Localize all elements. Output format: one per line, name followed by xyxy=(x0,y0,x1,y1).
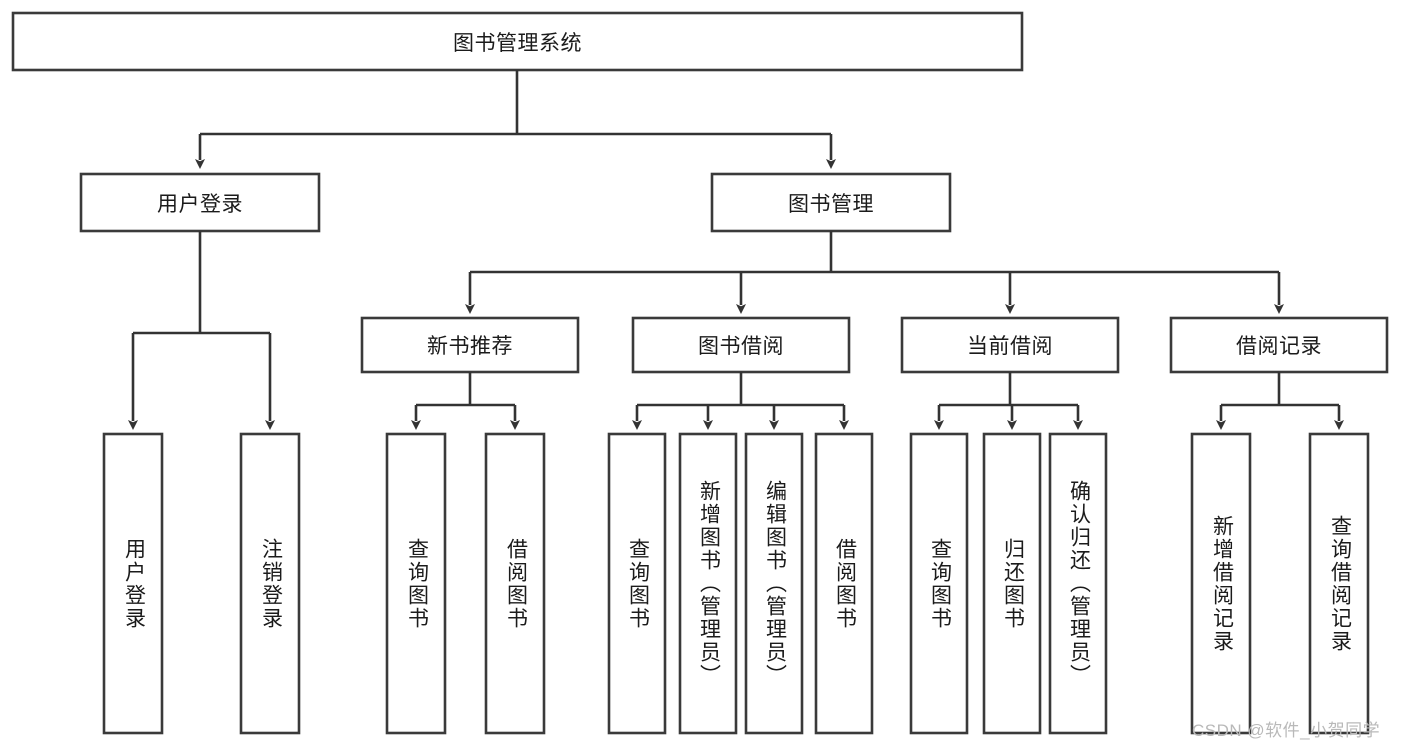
label-current-borrow: 当前借阅 xyxy=(967,335,1053,358)
box-leaf-query-book-3[interactable] xyxy=(909,432,969,735)
label-borrow-record: 借阅记录 xyxy=(1236,335,1322,358)
box-leaf-logout[interactable] xyxy=(239,432,301,735)
box-root[interactable] xyxy=(11,11,1024,72)
box-leaf-query-record[interactable] xyxy=(1308,432,1370,735)
label-leaf-query-book-3: 查询图书 xyxy=(928,537,952,630)
label-leaf-return-book: 归还图书 xyxy=(1001,537,1025,630)
box-leaf-add-record[interactable] xyxy=(1190,432,1252,735)
label-root: 图书管理系统 xyxy=(453,31,582,55)
box-user-login[interactable] xyxy=(79,172,321,233)
box-leaf-add-book[interactable] xyxy=(678,432,738,735)
box-current-borrow[interactable] xyxy=(900,316,1120,374)
label-leaf-add-record: 新增借阅记录 xyxy=(1210,514,1234,653)
box-leaf-return-book[interactable] xyxy=(982,432,1042,735)
label-leaf-logout: 注销登录 xyxy=(259,537,283,630)
box-leaf-borrow-book-2[interactable] xyxy=(814,432,874,735)
label-user-login: 用户登录 xyxy=(157,192,243,216)
label-leaf-confirm-return: 确认归还（管理员） xyxy=(1067,480,1091,687)
box-leaf-query-book-2[interactable] xyxy=(607,432,667,735)
label-leaf-edit-book: 编辑图书（管理员） xyxy=(763,480,787,687)
label-new-book-recommend: 新书推荐 xyxy=(427,335,513,358)
label-leaf-add-book: 新增图书（管理员） xyxy=(697,480,721,687)
label-book-borrow: 图书借阅 xyxy=(698,335,784,358)
box-leaf-borrow-book-1[interactable] xyxy=(484,432,546,735)
box-new-book-recommend[interactable] xyxy=(360,316,580,374)
box-leaf-user-login[interactable] xyxy=(102,432,164,735)
box-leaf-edit-book[interactable] xyxy=(744,432,804,735)
box-leaf-query-book-1[interactable] xyxy=(385,432,447,735)
label-book-manage: 图书管理 xyxy=(788,192,874,216)
label-leaf-borrow-book-2: 借阅图书 xyxy=(833,537,857,630)
box-leaf-confirm-return[interactable] xyxy=(1048,432,1108,735)
label-leaf-user-login: 用户登录 xyxy=(122,537,146,630)
label-leaf-query-book-2: 查询图书 xyxy=(626,537,650,630)
label-leaf-query-book-1: 查询图书 xyxy=(405,537,429,630)
label-leaf-query-record: 查询借阅记录 xyxy=(1328,514,1352,653)
csdn-watermark: CSDN @软件_小贺同学 xyxy=(1192,721,1381,740)
label-leaf-borrow-book-1: 借阅图书 xyxy=(504,537,528,630)
